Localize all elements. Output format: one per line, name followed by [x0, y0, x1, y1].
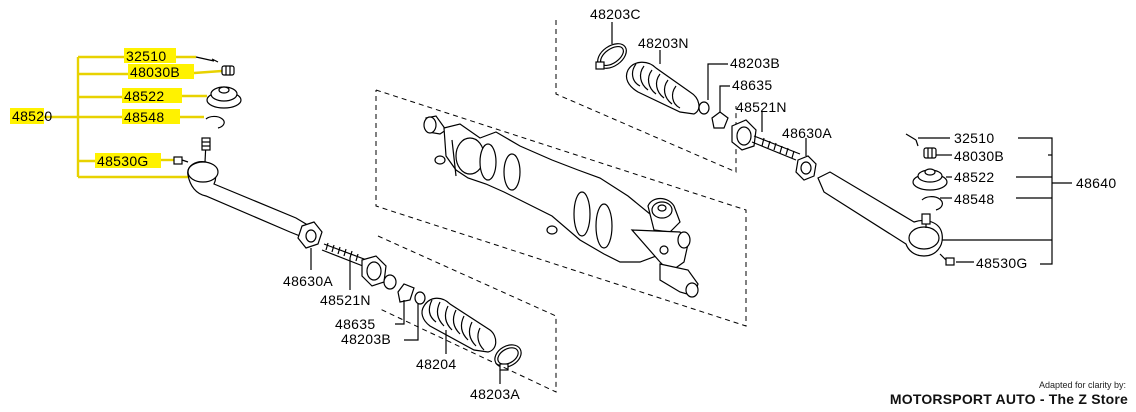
clamp-48203b-top: [698, 101, 710, 115]
label-48522-left: 48522: [124, 88, 164, 104]
label-32510-left: 32510: [126, 48, 166, 64]
grease-fitting-left: [173, 156, 189, 165]
cotter-pin-right: [905, 133, 919, 147]
label-48203c-top: 48203C: [590, 6, 641, 22]
label-48522-right: 48522: [954, 169, 994, 185]
label-48521n-top: 48521N: [736, 99, 787, 115]
label-48521n-left: 48521N: [320, 292, 371, 308]
label-48030b-left: 48030B: [130, 64, 180, 80]
label-48030b-right: 48030B: [954, 148, 1004, 164]
dust-boot-left: [206, 86, 242, 109]
label-48203n-top: 48203N: [638, 35, 689, 51]
tie-rod-end-right: [817, 171, 943, 257]
steering-rack-housing: [423, 115, 699, 298]
label-32510-right: 32510: [954, 130, 994, 146]
inner-tie-rod-top: [731, 119, 801, 161]
castle-nut-left: [221, 65, 235, 76]
label-48548-right: 48548: [954, 191, 994, 207]
boot-48203n-top: [625, 61, 700, 115]
label-48630a-left: 48630A: [283, 273, 333, 289]
credit-caption: Adapted for clarity by:: [1038, 380, 1126, 390]
grease-fitting-right: [939, 253, 955, 266]
left-group-bracket: [10, 48, 194, 179]
cotter-pin-left: [195, 56, 219, 63]
snap-ring-left: [205, 115, 225, 129]
tie-rod-end-left: [187, 137, 307, 237]
credit-store-name: MOTORSPORT AUTO - The Z Store: [889, 391, 1128, 407]
label-48548-left: 48548: [124, 109, 164, 125]
label-48630a-top: 48630A: [782, 125, 832, 141]
label-48635-top: 48635: [732, 77, 772, 93]
clamp-48203b-left: [414, 291, 426, 305]
label-48520: 48520: [12, 108, 52, 124]
label-48530g-right: 48530G: [976, 255, 1028, 271]
lock-nut-48630a-top: [795, 155, 817, 181]
label-48530g-left: 48530G: [97, 153, 149, 169]
label-48203a-left: 48203A: [470, 386, 520, 402]
snap-ring-right: [921, 196, 943, 211]
inner-tie-rod-left: [321, 242, 397, 290]
lock-nut-48630a-left: [297, 221, 323, 249]
lock-plate-48635-top: [711, 111, 729, 129]
castle-nut-right: [923, 147, 937, 159]
label-48203b-left: 48203B: [341, 331, 391, 347]
label-48640: 48640: [1076, 175, 1116, 191]
clamp-48203c-top: [595, 43, 627, 70]
dust-boot-right: [912, 168, 948, 191]
label-48635-left: 48635: [335, 316, 375, 332]
lock-plate-48635-left: [397, 283, 415, 303]
boot-48204-left: [421, 297, 497, 353]
label-48203b-top: 48203B: [730, 55, 780, 71]
label-48204-left: 48204: [416, 356, 456, 372]
